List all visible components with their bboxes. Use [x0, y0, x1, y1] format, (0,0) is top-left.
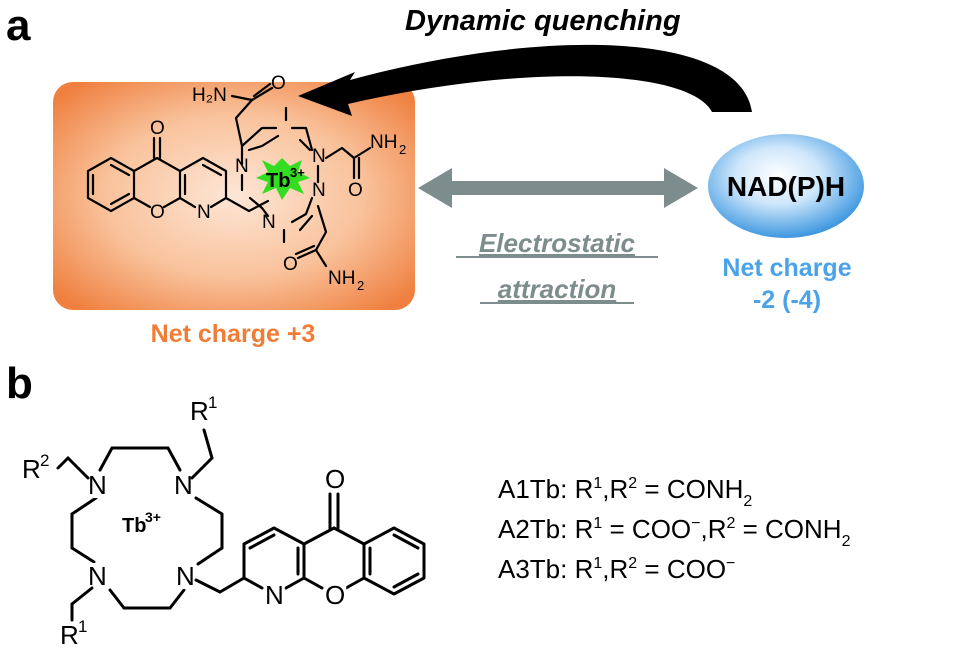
atom-label-mask — [189, 398, 210, 424]
r1-bottom-sup-b: 1 — [78, 617, 87, 636]
panel-b-label: b — [6, 359, 33, 408]
right-nh2-a: NH — [370, 132, 397, 153]
probe-box — [53, 82, 415, 310]
atom-label-mask — [21, 456, 42, 482]
nadph-label: NAD(P)H — [727, 171, 845, 202]
atom-label-mask — [264, 582, 285, 608]
legend-a3: A3Tb: R1,R2 = COO− — [498, 554, 735, 584]
pyridine-n-a: N — [197, 202, 211, 223]
bottom-nh2-sub-a: 2 — [357, 278, 364, 293]
cyclen-n-a2: N — [312, 146, 326, 167]
cyclen-n-a1: N — [235, 156, 249, 177]
r2-sup-b: 2 — [40, 451, 49, 470]
bottom-nh2-a: NH — [328, 268, 355, 289]
r1-top-sup-b: 1 — [208, 393, 217, 412]
cyclen-n-b4: N — [176, 561, 195, 591]
tb-ion-b: Tb — [122, 515, 146, 537]
cyclen-n-b2: N — [174, 470, 193, 500]
atom-label-mask — [87, 563, 108, 589]
legend-a1: A1Tb: R1,R2 = CONH2 — [498, 474, 752, 510]
tb-charge-b: 3+ — [145, 509, 161, 525]
tb-star-a — [256, 158, 310, 200]
r1-bottom-b: R — [60, 620, 79, 649]
compound-legend: A1Tb: R1,R2 = CONH2 A2Tb: R1 = COO−,R2 =… — [498, 474, 851, 584]
panel-a-label: a — [6, 1, 31, 50]
nadph-ellipse — [708, 134, 864, 238]
r1-top-b: R — [190, 396, 209, 426]
atom-label-mask — [87, 472, 108, 498]
cyclen-n-a3: N — [312, 180, 326, 201]
panel-a-molecule: O O N N N N N Tb 3+ O — [86, 73, 406, 293]
dynamic-quenching-label: Dynamic quenching — [405, 5, 681, 37]
bottom-o-a: O — [283, 254, 298, 275]
probe-charge-label: Net charge +3 — [151, 320, 316, 348]
quench-arrow — [298, 44, 752, 116]
top-h2n-a: H₂N — [192, 85, 227, 106]
atom-label-mask — [173, 472, 194, 498]
tb-charge-a: 3+ — [290, 165, 305, 180]
atom-label-mask — [324, 582, 347, 608]
cyclen-n-b3: N — [88, 561, 107, 591]
nadph-charge-line2: -2 (-4) — [753, 286, 821, 314]
right-o-a: O — [348, 180, 363, 201]
legend-a2: A2Tb: R1 = COO−,R2 = CONH2 — [498, 514, 851, 550]
atom-label-mask — [324, 466, 347, 492]
r2-b: R — [22, 454, 41, 484]
atom-label-mask — [175, 563, 196, 589]
nadph-charge-line1: Net charge — [722, 254, 851, 282]
electrostatic-label-line2: attraction — [498, 274, 616, 304]
cyclen-n-a4: N — [262, 212, 276, 233]
carbonyl-o-b: O — [325, 464, 345, 494]
electrostatic-label-line1: Electrostatic — [479, 228, 636, 258]
top-o-a: O — [271, 73, 286, 94]
atom-label-mask — [59, 622, 80, 648]
ring-o-b: O — [325, 580, 345, 610]
panel-b-molecule: N N N N Tb 3+ R 2 R 1 R 1 N — [21, 393, 426, 650]
pyridine-n-b: N — [265, 580, 284, 610]
carbonyl-o-a: O — [150, 118, 165, 139]
electrostatic-double-arrow — [418, 168, 698, 208]
tb-ion-a: Tb — [266, 170, 290, 192]
ring-o-a: O — [150, 202, 165, 223]
right-nh2-sub-a: 2 — [399, 142, 406, 157]
cyclen-n-b1: N — [88, 470, 107, 500]
